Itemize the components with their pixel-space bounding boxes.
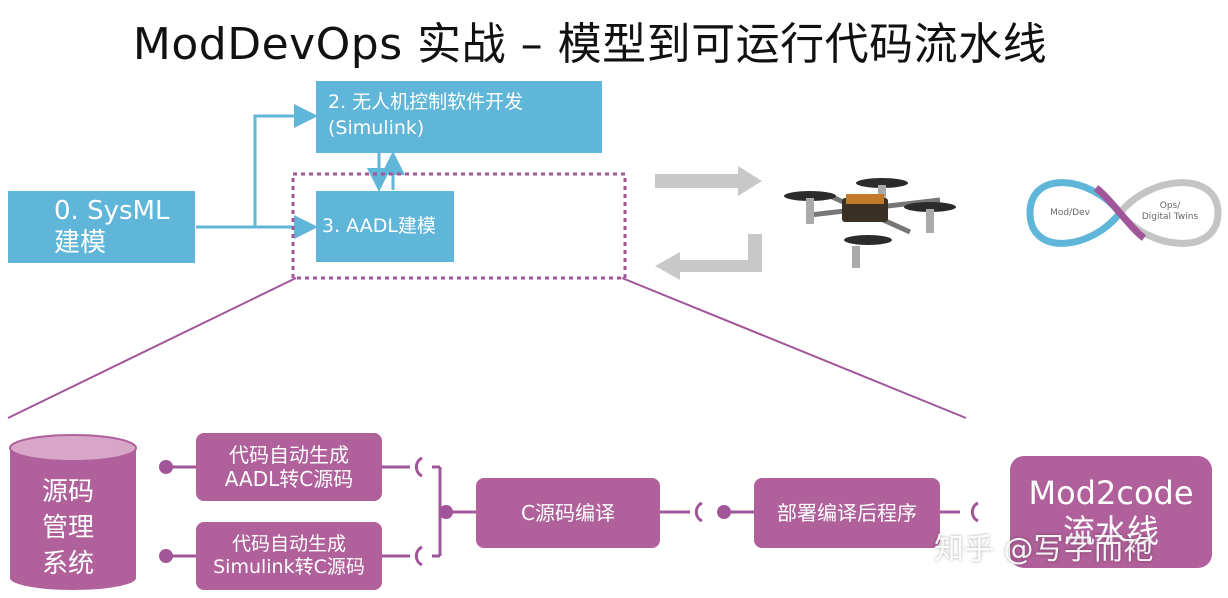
deploy-arrow-right: [655, 166, 762, 196]
compile-box: C源码编译: [476, 478, 660, 548]
compile-label: C源码编译: [521, 501, 615, 525]
source-repo-line3: 系统: [42, 549, 95, 579]
deploy-box: 部署编译后程序: [754, 478, 940, 548]
source-repo-label: 源码 管理 系统: [10, 474, 136, 582]
aadl-focus-frame: [291, 172, 627, 280]
source-repo-cylinder: [9, 434, 137, 590]
deploy-label: 部署编译后程序: [777, 501, 917, 525]
codegen-aadl-line1: 代码自动生成: [229, 443, 349, 467]
loop-label-ops-line1: Ops/: [1159, 201, 1181, 211]
mod2code-line1: Mod2code: [1028, 474, 1194, 512]
source-repo-line2: 管理: [42, 513, 95, 543]
codegen-simulink-line2: Simulink转C源码: [213, 556, 365, 578]
sysml-box: 0. SysML 建模: [8, 191, 195, 263]
codegen-simulink-line1: 代码自动生成: [231, 533, 346, 556]
pipeline-connector-dots: [159, 460, 731, 563]
mod2code-box: Mod2code 流水线: [1010, 456, 1212, 568]
simulink-box-line2: (Simulink): [328, 117, 425, 139]
simulink-box-line1: 2. 无人机控制软件开发: [328, 91, 524, 113]
watermark: 知乎 @写字而袍: [934, 532, 1154, 567]
mod2code-line2: 流水线: [1062, 512, 1159, 550]
sysml-box-line2: 建模: [54, 228, 107, 258]
page-title: ModDevOps 实战 – 模型到可运行代码流水线: [132, 19, 1048, 70]
codegen-aadl-box: 代码自动生成 AADL转C源码: [196, 433, 382, 501]
zoom-line-left: [7, 277, 297, 419]
devops-loop-graphic: [1026, 179, 1222, 247]
aadl-box-label: 3. AADL建模: [322, 215, 436, 237]
aadl-box: 3. AADL建模: [316, 191, 454, 262]
simulink-box: 2. 无人机控制软件开发 (Simulink): [316, 81, 602, 153]
loop-label-moddev: Mod/Dev: [1050, 208, 1090, 218]
codegen-aadl-line2: AADL转C源码: [224, 467, 354, 491]
loop-label-ops: Ops/ Digital Twins: [1136, 201, 1204, 223]
codegen-simulink-box: 代码自动生成 Simulink转C源码: [196, 522, 382, 590]
source-repo-line1: 源码: [42, 477, 95, 507]
zoom-line-right: [621, 277, 967, 419]
drone-image: [784, 178, 956, 268]
arrow-sysml-to-simulink: [253, 104, 318, 226]
feedback-arrow-left: [655, 234, 762, 280]
loop-label-ops-line2: Digital Twins: [1141, 212, 1199, 222]
sysml-box-line1: 0. SysML: [54, 196, 170, 226]
